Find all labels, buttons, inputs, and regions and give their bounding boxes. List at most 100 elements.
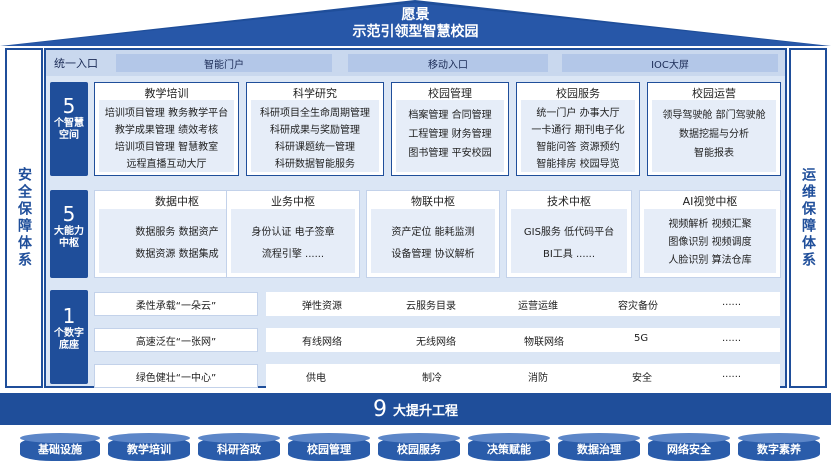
space-card-line: 教学成果管理 绩效考核 <box>114 125 219 136</box>
capability-number: 5 <box>62 202 76 226</box>
base-center-items: 供电 制冷 消防 安全 ...... <box>266 364 780 388</box>
vision-subtitle: 示范引领型智慧校园 <box>352 24 479 40</box>
hub-card-title: 业务中枢 <box>271 195 315 208</box>
space-card-line: 科研项目全生命周期管理 <box>260 108 370 119</box>
space-card-line: 科研课题统一管理 <box>275 142 355 153</box>
entry-mobile: 移动入口 <box>348 54 548 72</box>
space-card-line: 培训项目管理 教务教学平台 <box>104 108 229 119</box>
space-card-line: 远程直播互动大厅 <box>126 159 207 170</box>
base-center-label: 绿色健壮“一中心” <box>94 364 258 388</box>
hub-card-line: 图像识别 视频调度 <box>668 237 752 248</box>
space-card-line: 智能排房 校园导览 <box>536 159 620 170</box>
hub-card-title: 技术中枢 <box>547 195 591 208</box>
hub-card-line: 数据服务 数据资产 <box>135 227 219 238</box>
space-card-title: 校园服务 <box>556 87 600 100</box>
space-card-line: 培训项目管理 智慧教室 <box>114 142 219 153</box>
project-cylinder: 教学培训 <box>108 433 190 461</box>
projects-bar: 9 大提升工程 <box>0 393 831 425</box>
project-label: 基础设施 <box>38 443 82 456</box>
base-cloud-items: 弹性资源 云服务目录 运营运维 容灾备份 ...... <box>266 292 780 316</box>
base-item: 云服务目录 <box>406 301 456 312</box>
project-label: 校园服务 <box>397 443 441 456</box>
base-item: 制冷 <box>422 373 442 384</box>
space-card-campus-service: 校园服务 统一门户 办事大厅 一卡通行 期刊电子化 智能问答 资源预约 智能排房… <box>516 82 640 176</box>
space-card-campus-management: 校园管理 档案管理 合同管理 工程管理 财务管理 图书管理 平安校园 <box>391 82 509 176</box>
project-label: 数据治理 <box>577 443 621 456</box>
space-card-line: 工程管理 财务管理 <box>408 129 492 140</box>
vision-roof: 愿景 示范引领型智慧校园 <box>0 0 831 46</box>
project-label: 教学培训 <box>127 443 171 456</box>
operations-pillar: 运维保障体系 <box>789 48 827 388</box>
hub-card-business: 业务中枢 身份认证 电子签章 流程引擎 ...... <box>226 190 360 278</box>
hub-card-title: 数据中枢 <box>155 195 199 208</box>
hub-card-line: 设备管理 协议解析 <box>391 249 475 260</box>
hub-card-iot: 物联中枢 资产定位 能耗监测 设备管理 协议解析 <box>366 190 500 278</box>
project-label: 决策赋能 <box>487 443 531 456</box>
hub-card-line: 流程引擎 ...... <box>261 249 325 260</box>
project-label: 网络安全 <box>667 443 711 456</box>
space-card-research: 科学研究 科研项目全生命周期管理 科研成果与奖励管理 科研课题统一管理 科研数据… <box>246 82 384 176</box>
base-network-items: 有线网络 无线网络 物联网络 5G ...... <box>266 328 780 352</box>
base-item: 运营运维 <box>518 301 558 312</box>
unified-entry-label: 统一入口 <box>54 57 98 70</box>
base-item: 供电 <box>306 373 326 384</box>
hub-card-line: BI工具 ...... <box>542 249 596 260</box>
operations-pillar-label: 运维保障体系 <box>800 167 816 269</box>
hub-card-line: GIS服务 低代码平台 <box>523 227 615 238</box>
hub-card-line: 视频解析 视频汇聚 <box>668 219 752 230</box>
space-card-line: 数据挖掘与分析 <box>679 129 749 140</box>
vision-title: 愿景 <box>401 7 430 23</box>
hub-card-title: 物联中枢 <box>411 195 455 208</box>
base-item: 有线网络 <box>302 337 342 348</box>
space-card-title: 教学培训 <box>144 87 189 100</box>
space-card-line: 图书管理 平安校园 <box>408 148 492 159</box>
space-card-line: 统一门户 办事大厅 <box>536 108 620 119</box>
smart-spaces-badge: 5 个智慧空间 <box>50 82 88 176</box>
project-cylinder: 数据治理 <box>558 433 640 461</box>
project-label: 数字素养 <box>757 443 801 456</box>
security-pillar-label: 安全保障体系 <box>16 167 32 269</box>
digital-base-badge: 1 个数字底座 <box>50 290 88 384</box>
base-item: ...... <box>722 369 742 380</box>
space-card-line: 科研数据智能服务 <box>275 159 355 170</box>
base-item: 物联网络 <box>524 337 564 348</box>
entry-ioc-screen: IOC大屏 <box>562 54 778 72</box>
base-cloud-label: 柔性承载“一朵云” <box>94 292 258 316</box>
hub-card-line: 身份认证 电子签章 <box>251 227 335 238</box>
hub-card-line: 人脸识别 算法仓库 <box>668 255 752 266</box>
project-cylinder: 数字素养 <box>738 433 820 461</box>
space-card-teaching: 教学培训 培训项目管理 教务教学平台 教学成果管理 绩效考核 培训项目管理 智慧… <box>94 82 239 176</box>
base-network-label: 高速泛在“一张网” <box>94 328 258 352</box>
space-card-title: 科学研究 <box>293 87 337 100</box>
project-label: 科研咨政 <box>217 443 261 456</box>
project-cylinder: 校园服务 <box>378 433 460 461</box>
base-item: 容灾备份 <box>618 301 658 312</box>
base-item: 无线网络 <box>416 337 456 348</box>
base-item: 安全 <box>632 373 652 384</box>
project-cylinder: 校园管理 <box>288 433 370 461</box>
hub-card-line: 数据资源 数据集成 <box>135 249 219 260</box>
space-card-title: 校园管理 <box>428 87 472 100</box>
space-card-line: 一卡通行 期刊电子化 <box>531 125 625 136</box>
hub-card-title: AI视觉中枢 <box>682 195 738 208</box>
base-item: ...... <box>722 297 742 308</box>
space-card-line: 科研成果与奖励管理 <box>270 125 360 136</box>
capability-badge: 5 大能力中枢 <box>50 190 88 278</box>
entry-smart-portal: 智能门户 <box>116 54 332 72</box>
projects-label: 大提升工程 <box>392 403 458 419</box>
base-item: ...... <box>722 333 742 344</box>
space-card-line: 智能报表 <box>694 148 734 159</box>
project-cylinder: 基础设施 <box>20 433 100 461</box>
digital-base-label: 个数字底座 <box>54 328 84 351</box>
base-item: 5G <box>634 333 649 344</box>
smart-spaces-label: 个智慧空间 <box>54 118 84 141</box>
space-card-title: 校园运营 <box>692 87 736 100</box>
digital-base-number: 1 <box>62 304 76 328</box>
capability-label: 大能力中枢 <box>54 226 84 249</box>
space-card-line: 领导驾驶舱 部门驾驶舱 <box>662 110 766 121</box>
unified-entry-row: 统一入口 智能门户 移动入口 IOC大屏 <box>46 50 785 76</box>
security-pillar: 安全保障体系 <box>5 48 43 388</box>
projects-number: 9 <box>372 396 387 422</box>
project-cylinder: 网络安全 <box>648 433 730 461</box>
project-label: 校园管理 <box>307 443 351 456</box>
